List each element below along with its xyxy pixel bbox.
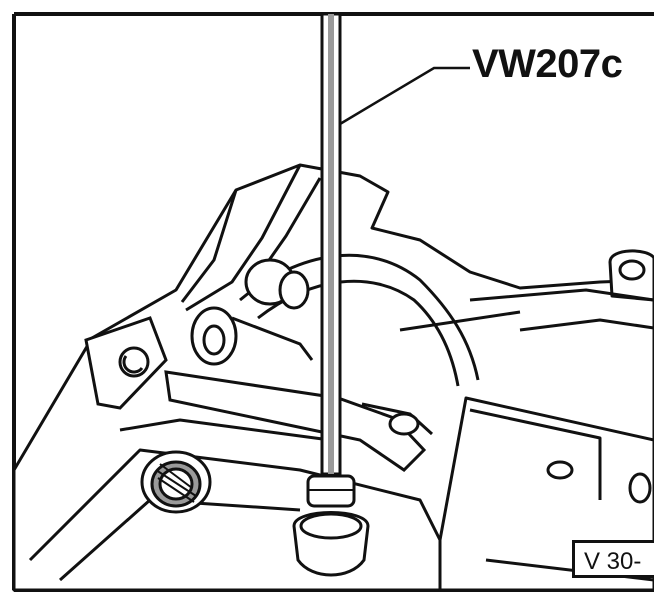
- vw207c-tool-rod: [292, 12, 370, 577]
- pivot-bosses: [190, 258, 314, 366]
- tool-callout-label: VW207c: [472, 42, 623, 86]
- mounting-lug-left: [84, 316, 168, 410]
- callout-leader-line: [339, 66, 470, 126]
- figure-id-box: V 30-: [572, 540, 654, 578]
- threaded-plug: [140, 450, 212, 514]
- shift-linkage: [164, 310, 521, 472]
